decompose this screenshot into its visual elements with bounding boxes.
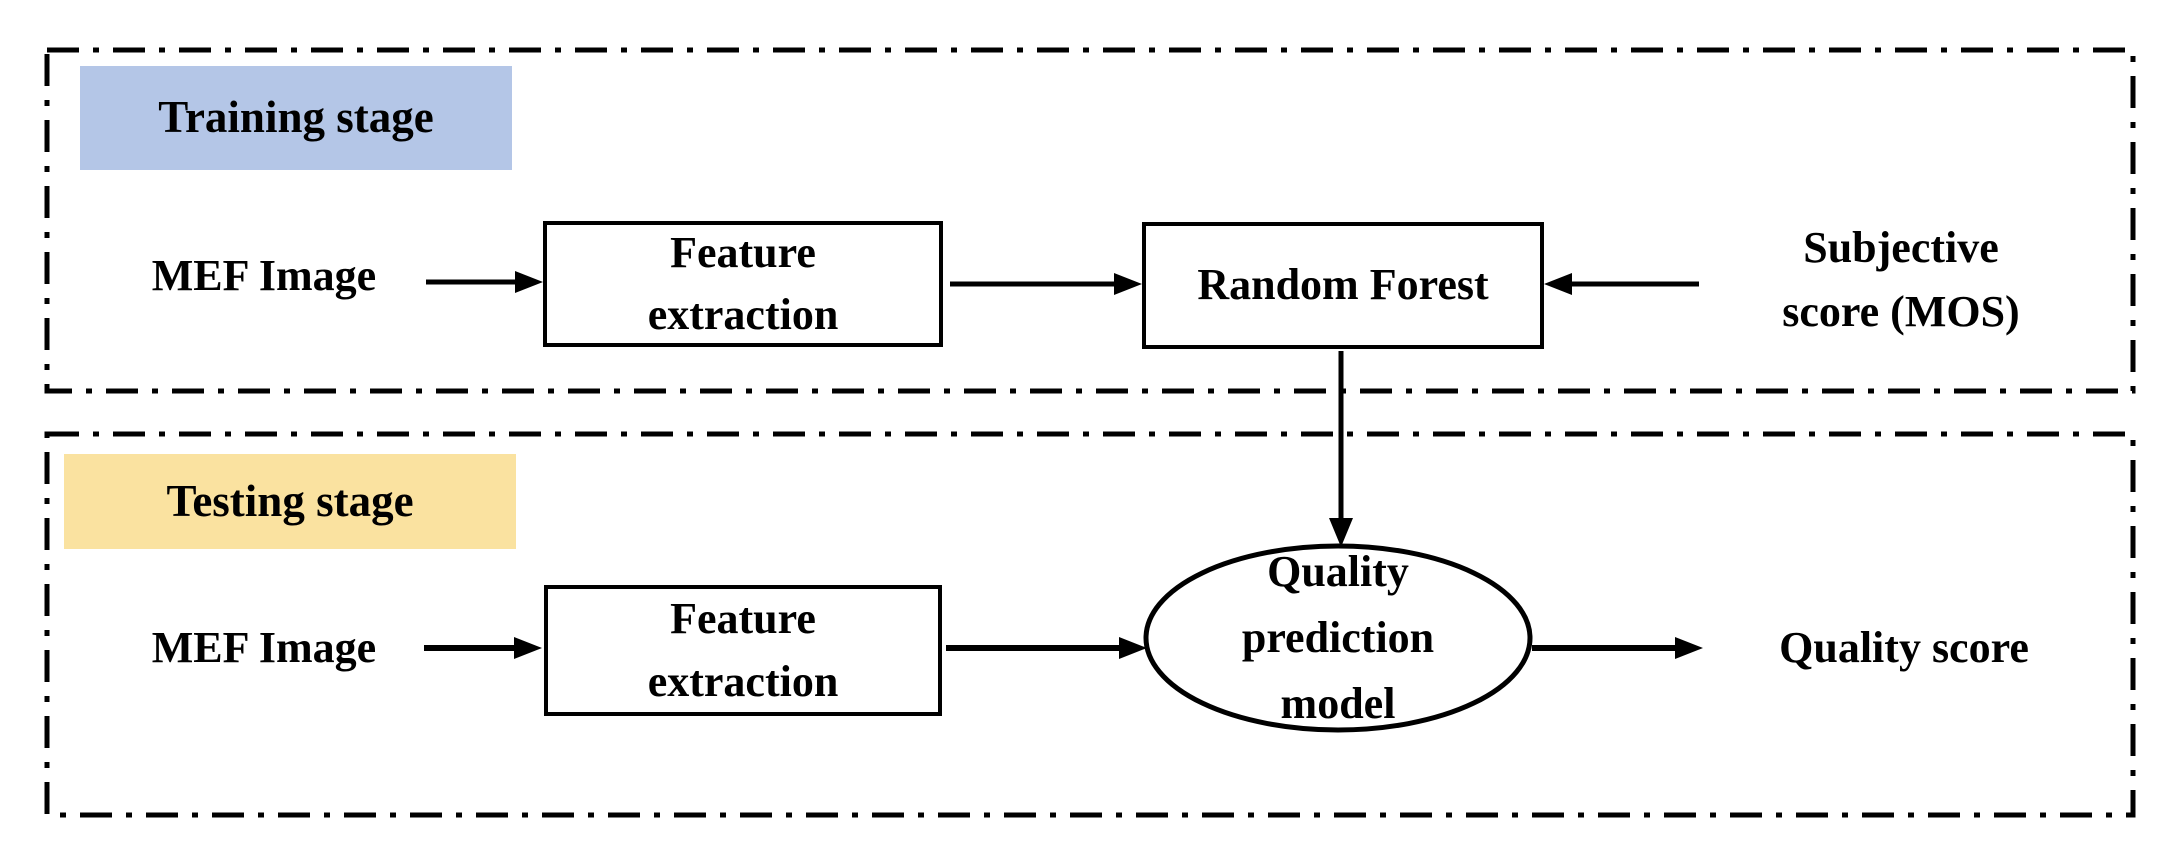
- testing-feature-extraction-box: Feature extraction: [544, 585, 942, 716]
- training-input-label: MEF Image: [151, 251, 377, 301]
- quality-prediction-model-ellipse: [1143, 543, 1533, 733]
- subjective-score-label: Subjective score (MOS): [1782, 223, 2020, 336]
- quality-prediction-model-label: Quality prediction model: [1241, 547, 1435, 728]
- arrowhead-model-to-score: [1675, 637, 1703, 659]
- arrowhead-feature-to-model: [1119, 637, 1147, 659]
- arrowhead-mef-to-feature-testing: [514, 637, 542, 659]
- quality-score-label: Quality score: [1779, 623, 2029, 673]
- arrowhead-subjective-to-forest: [1544, 273, 1572, 295]
- training-stage-label: Training stage: [80, 66, 512, 170]
- arrowhead-feature-to-forest: [1114, 273, 1142, 295]
- arrowhead-mef-to-feature-training: [515, 271, 543, 293]
- training-feature-extraction-box: Feature extraction: [543, 221, 943, 347]
- testing-input-label: MEF Image: [151, 623, 377, 673]
- arrowhead-forest-to-model: [1329, 518, 1353, 547]
- training-stage-border: [44, 47, 2136, 394]
- random-forest-box: Random Forest: [1142, 222, 1544, 349]
- testing-stage-border: [44, 431, 2136, 818]
- testing-stage-label: Testing stage: [64, 454, 516, 549]
